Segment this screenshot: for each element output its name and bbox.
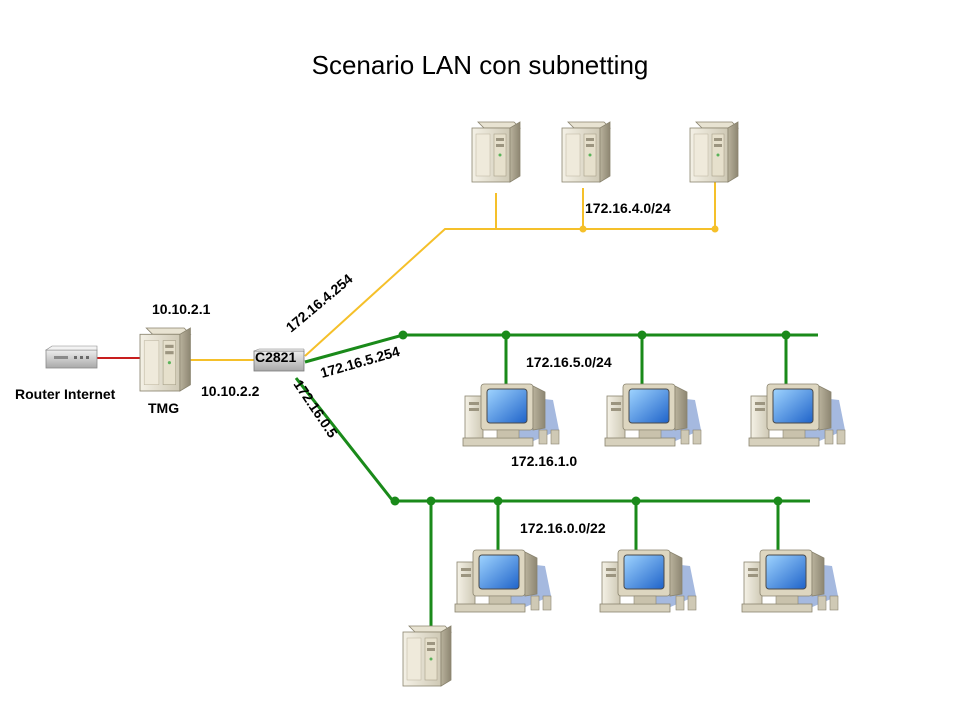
server-icon bbox=[689, 121, 739, 183]
router-internet-icon bbox=[45, 345, 98, 369]
tmg-label: TMG bbox=[148, 400, 179, 416]
c2821-net5-ip-label: 172.16.5.254 bbox=[318, 343, 401, 381]
pc-icon bbox=[599, 549, 697, 613]
pc-icon bbox=[454, 549, 552, 613]
server-icon bbox=[471, 121, 521, 183]
net4-label: 172.16.4.0/24 bbox=[585, 200, 671, 216]
tmg-ip-label: 10.10.2.1 bbox=[152, 301, 211, 317]
server-icon bbox=[561, 121, 611, 183]
c2821-net0-ip-label: 172.16.0.5 bbox=[291, 377, 341, 441]
router-internet-label: Router Internet bbox=[15, 386, 116, 402]
net5-extra-label: 172.16.1.0 bbox=[511, 453, 577, 469]
c2821-router-icon bbox=[253, 348, 305, 372]
pc-icon bbox=[604, 383, 702, 447]
net5-label: 172.16.5.0/24 bbox=[526, 354, 612, 370]
pc-icon bbox=[462, 383, 560, 447]
server-icon bbox=[402, 625, 452, 687]
c2821-label: C2821 bbox=[255, 349, 296, 365]
pc-icon bbox=[748, 383, 846, 447]
tmg-c2821-ip-label: 10.10.2.2 bbox=[201, 383, 260, 399]
pc-icon bbox=[741, 549, 839, 613]
lan-172-16-4 bbox=[304, 181, 719, 357]
c2821-net4-ip-label: 172.16.4.254 bbox=[283, 270, 356, 335]
page-title: Scenario LAN con subnetting bbox=[312, 50, 649, 80]
net0-label: 172.16.0.0/22 bbox=[520, 520, 606, 536]
lan-172-16-0 bbox=[294, 377, 810, 630]
tmg-server-icon bbox=[139, 327, 191, 392]
